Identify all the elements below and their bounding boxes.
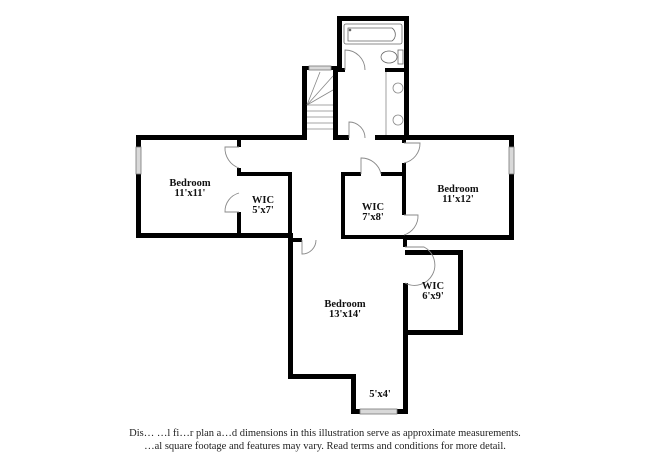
room-dims-bedroom-3: 13'x14' bbox=[329, 309, 361, 320]
toilet bbox=[380, 49, 404, 65]
window-right bbox=[508, 146, 515, 175]
window-nook bbox=[359, 408, 398, 415]
staircase bbox=[306, 71, 334, 130]
room-dims-bedroom-2: 11'x12' bbox=[442, 194, 474, 205]
window-left bbox=[135, 146, 142, 175]
room-dims-wic-3: 6'x9' bbox=[422, 291, 444, 302]
room-name-bedroom-3: Bedroom bbox=[324, 299, 365, 310]
windows bbox=[135, 65, 515, 415]
room-labels: Bedroom 11'x11' WIC 5'x7' WIC 7'x8' Bedr… bbox=[169, 178, 478, 400]
exterior-walls bbox=[136, 16, 514, 414]
disclaimer-line-2: …al square footage and features may vary… bbox=[144, 441, 506, 452]
window-stair bbox=[308, 65, 332, 71]
room-name-wic-2: WIC bbox=[362, 202, 384, 213]
room-name-bedroom-1: Bedroom bbox=[169, 178, 210, 189]
disclaimer-line-1: Dis… …l fi…r plan a…d dimensions in this… bbox=[129, 428, 521, 439]
room-dims-nook: 5'x4' bbox=[369, 389, 391, 400]
room-dims-bedroom-1: 11'x11' bbox=[175, 188, 206, 199]
room-name-bedroom-2: Bedroom bbox=[437, 184, 478, 195]
room-name-wic-1: WIC bbox=[252, 195, 274, 206]
room-dims-wic-1: 5'x7' bbox=[252, 205, 274, 216]
doors bbox=[224, 49, 436, 286]
bathtub bbox=[343, 23, 403, 45]
disclaimer: Dis… …l fi…r plan a…d dimensions in this… bbox=[0, 427, 650, 453]
vanity-sinks bbox=[385, 72, 404, 135]
room-dims-wic-2: 7'x8' bbox=[362, 212, 384, 223]
room-name-wic-3: WIC bbox=[422, 281, 444, 292]
